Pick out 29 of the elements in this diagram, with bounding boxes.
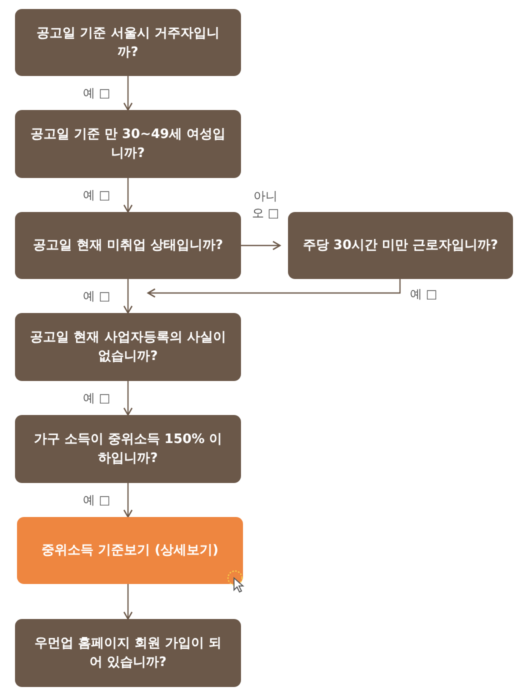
question-box — [15, 619, 241, 687]
question-text: 공고일 기준 서울시 거주자입니까? — [36, 24, 220, 62]
edge-label: 예 □ — [410, 287, 438, 301]
question-text: 우먼업 홈페이지 회원 가입이 되어 있습니까? — [33, 635, 223, 672]
question-box — [15, 313, 241, 381]
link-button: 중위소득 기준보기 (상세보기) — [17, 517, 243, 584]
question-text: 공고일 현재 사업자등록의 사실이 없습니까? — [29, 329, 227, 366]
question-box — [15, 415, 241, 483]
question-text: 공고일 현재 미취업 상태입니까? — [32, 237, 224, 255]
arrow — [123, 381, 133, 416]
question-box — [15, 9, 241, 76]
arrow — [123, 483, 133, 518]
arrow — [123, 178, 133, 213]
arrow — [147, 279, 401, 298]
question-box — [15, 110, 241, 178]
arrow — [123, 76, 133, 111]
edge-label: 예 □ — [83, 493, 110, 507]
edge-label: 예 □ — [83, 289, 110, 303]
question-text: 공고일 기준 만 30~49세 여성입니까? — [29, 126, 227, 163]
arrow — [123, 279, 133, 314]
arrow — [241, 240, 281, 250]
edge-label: 예 □ — [83, 86, 110, 100]
edge-label: 예 □ — [83, 188, 110, 202]
question-text: 가구 소득이 중위소득 150% 이하입니까? — [32, 431, 224, 468]
question-box — [15, 212, 241, 279]
question-text: 주당 30시간 미만 근로자입니까? — [302, 237, 498, 255]
arrow — [123, 584, 133, 620]
edge-label: 예 □ — [83, 391, 110, 405]
question-box — [288, 212, 513, 279]
